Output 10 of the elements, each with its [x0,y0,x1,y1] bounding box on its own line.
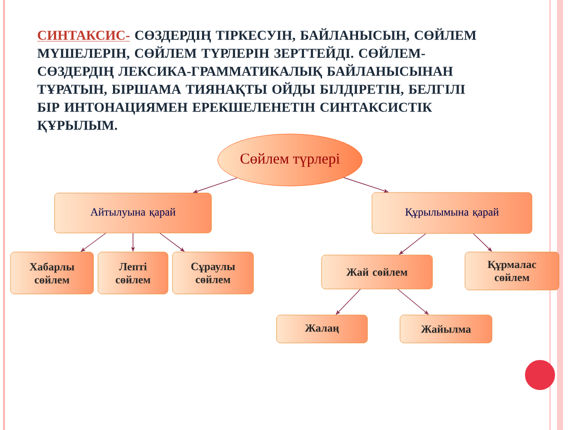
category-box: Айтылуына қарай [54,192,212,234]
category-box: Құрмалас сөйлем [464,252,560,290]
category-box: Құрылымына қарай [372,192,532,234]
definition-text: СИНТАКСИС- СӨЗДЕРДІҢ ТІРКЕСУІН, БАЙЛАНЫСЫН, СӨЙЛЕМ МҮШЕЛЕРІН, СӨЙЛЕМ ТҮРЛЕРІН ЗЕРТТЕЙДІ. СӨЙЛЕМ- СӨЗДЕРДІҢ ЛЕКСИКА-ГРАММАТИКАЛЫҚ БАЙЛАНЫСЫНАН ТҰРАТЫН, БІРШАМА ТИЯНАҚТЫ ОЙДЫ БІЛДІРЕТІН, БЕЛГІЛІ БІР ИНТОНАЦИЯМЕН ЕРЕКШЕЛЕНЕТІН СИНТАКСИСТІК ҚҰРЫЛЫМ. [37,28,476,133]
category-box: Жайылма [400,314,492,344]
category-box: Жай сөйлем [321,254,433,290]
category-box: Хабарлы сөйлем [10,252,94,294]
category-box: Жалаң [276,314,368,344]
category-box: Сұраулы сөйлем [172,252,254,294]
category-box: Лепті сөйлем [98,252,168,294]
